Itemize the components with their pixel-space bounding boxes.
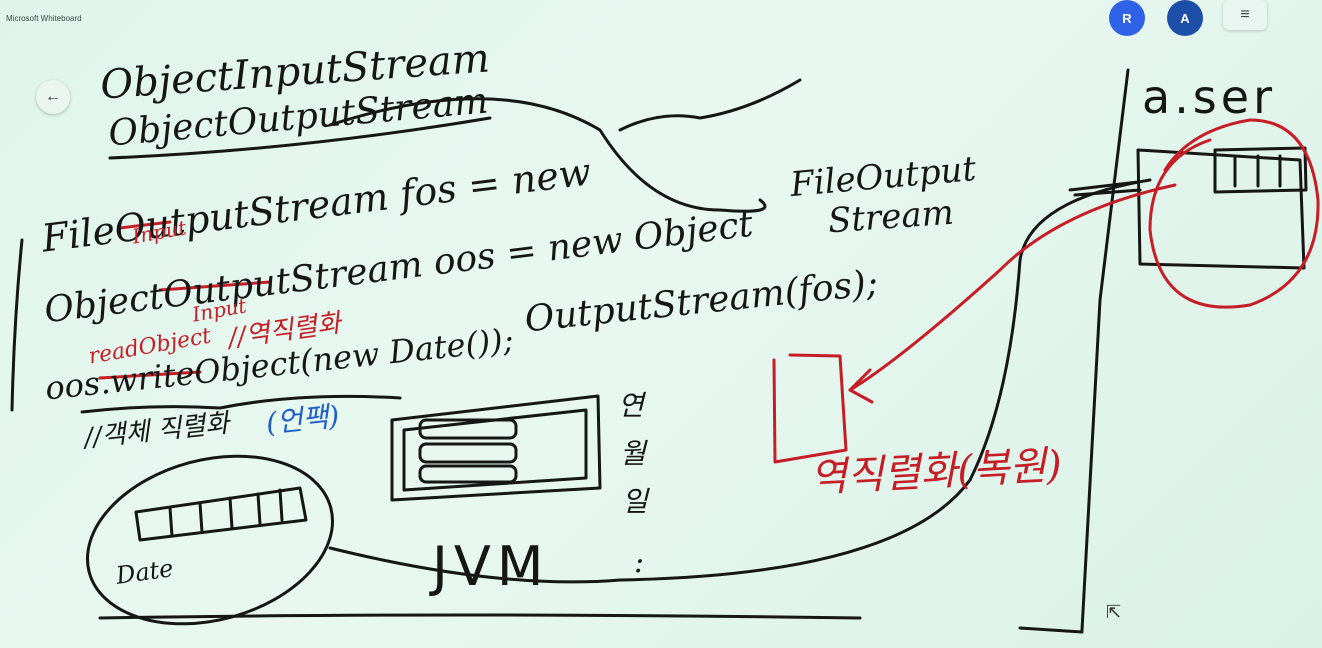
title-bar: Microsoft Whiteboard: [0, 0, 1322, 34]
hamburger-icon: ≡: [1240, 6, 1250, 23]
ink-file-name: a.ser: [1142, 70, 1276, 124]
avatar-initial: R: [1122, 10, 1132, 26]
avatar-initial: A: [1180, 10, 1190, 26]
ink-side-dots: :: [634, 545, 645, 580]
menu-button[interactable]: ≡: [1223, 0, 1267, 30]
collaborator-avatar-a[interactable]: A: [1167, 0, 1203, 36]
back-arrow-icon: ←: [45, 88, 61, 105]
ink-side-month: 월: [620, 437, 646, 470]
ink-date-label: Date: [114, 554, 176, 590]
ink-side-year: 연: [618, 389, 644, 422]
ink-side-day: 일: [622, 485, 648, 518]
collaborator-avatar-r[interactable]: R: [1109, 0, 1145, 36]
mouse-cursor-icon: ⇱: [1106, 602, 1122, 622]
app-title: Microsoft Whiteboard: [6, 14, 82, 23]
back-button[interactable]: ←: [36, 80, 70, 114]
ink-fos-cont2: Stream: [826, 192, 956, 242]
ink-unpack: (언팩): [264, 399, 341, 440]
ink-jvm-label: JVM: [432, 535, 550, 598]
